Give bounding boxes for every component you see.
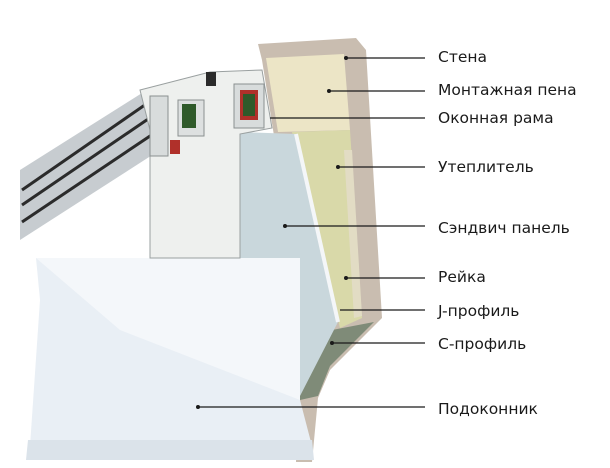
label-window-sill: Подоконник (438, 400, 538, 418)
glass-panes (21, 98, 157, 224)
sandwich-panel-shape (238, 132, 338, 396)
sash-seal-red (170, 140, 180, 154)
sash-seal-green (182, 104, 196, 128)
sash-profile (149, 95, 169, 157)
label-insulation: Утеплитель (438, 158, 534, 176)
c-profile-shape (300, 322, 374, 400)
leader-dots (196, 56, 348, 409)
leader-lines (198, 57, 425, 408)
label-sandwich-panel: Сэндвич панель (438, 219, 570, 237)
frame-clip (206, 72, 216, 86)
panel-edge (294, 133, 340, 323)
rail-shape (344, 150, 362, 318)
label-wall: Стена (438, 48, 488, 66)
foam-shape (266, 54, 350, 132)
label-mounting-foam: Монтажная пена (438, 81, 577, 99)
label-window-frame: Оконная рама (438, 109, 554, 127)
label-c-profile: С-профиль (438, 335, 527, 353)
glass-unit-shape (20, 88, 160, 240)
sill-front (26, 440, 314, 460)
frame-seal-green (243, 94, 255, 116)
label-rail: Рейка (438, 268, 486, 286)
sill-top (36, 258, 300, 400)
label-j-profile: J-профиль (438, 302, 520, 320)
